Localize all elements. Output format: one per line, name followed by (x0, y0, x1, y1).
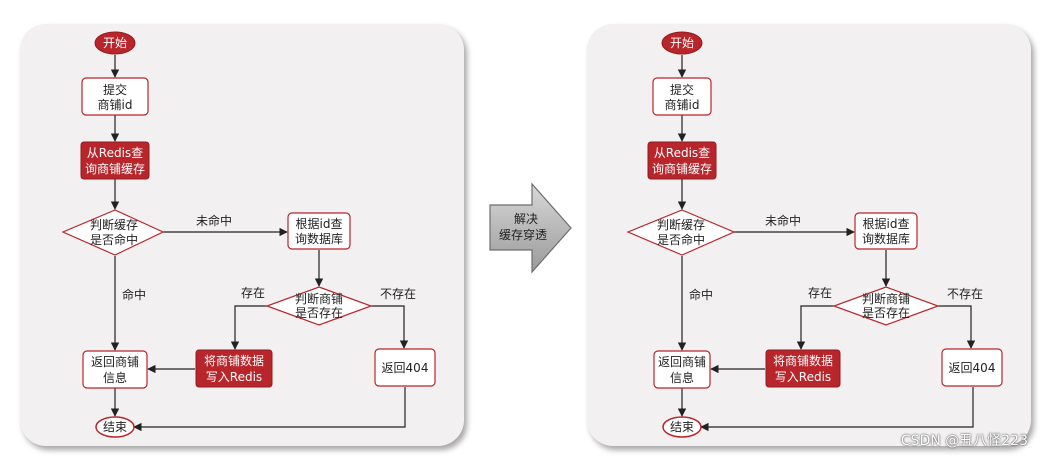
query-db-label-line1: 根据id查 (296, 217, 343, 231)
return-info-label-line1: 返回商铺 (658, 354, 706, 369)
end-node: 结束 (95, 416, 135, 438)
return-404-label: 返回404 (382, 361, 429, 375)
submit-label-line2: 商铺id (98, 97, 133, 112)
return-info-label-line2: 信息 (103, 370, 127, 385)
decision-cache-label-line1: 判断缓存 (657, 217, 705, 232)
submit-node: 提交 商铺id (81, 77, 149, 116)
connector-lines (677, 55, 976, 432)
query-cache-node: 从Redis查 询商铺缓存 (647, 141, 717, 180)
query-db-node: 根据id查 询数据库 (854, 212, 918, 250)
decision-exists-label-line2: 是否存在 (295, 306, 343, 320)
return-shop-info-node: 返回商铺 信息 (82, 350, 148, 389)
exists-edge-label: 存在 (808, 286, 832, 300)
start-label: 开始 (103, 36, 127, 50)
not-exists-edge-label: 不存在 (947, 287, 983, 301)
query-db-label-line2: 询数据库 (295, 231, 343, 246)
hit-edge-label: 命中 (122, 287, 146, 302)
submit-node: 提交 商铺id (652, 77, 712, 116)
end-node: 结束 (662, 416, 702, 438)
flowchart-right: 开始 提交 商铺id 从Redis查 询商铺缓存 判断缓存 是否命中 未命中 命… (626, 31, 1003, 438)
query-db-node: 根据id查 询数据库 (287, 212, 351, 250)
decision-exists-label-line1: 判断商铺 (862, 291, 910, 306)
query-cache-label-line2: 询商铺缓存 (85, 161, 145, 176)
not-exists-edge-label: 不存在 (380, 287, 416, 301)
flowchart-panel-left: 开始 提交 商铺id 从Redis查 询商铺缓存 判断缓存 是否命中 未命中 命… (20, 24, 464, 446)
flowchart-left: 开始 提交 商铺id 从Redis查 询商铺缓存 判断缓存 是否命中 未命中 命… (61, 31, 436, 438)
connector-lines (110, 55, 409, 432)
hit-edge-label: 命中 (689, 287, 713, 302)
watermark: CSDN @丑八怪223 (900, 433, 1028, 449)
miss-edge-label: 未命中 (196, 213, 232, 228)
query-cache-node: 从Redis查 询商铺缓存 (80, 141, 150, 180)
submit-label-line1: 提交 (103, 82, 127, 97)
query-db-label-line2: 询数据库 (862, 231, 910, 246)
write-redis-label-line1: 将商铺数据 (773, 353, 833, 368)
query-cache-label-line1: 从Redis查 (87, 146, 143, 160)
return-404-node: 返回404 (374, 348, 436, 387)
end-label: 结束 (670, 420, 694, 434)
submit-label-line2: 商铺id (665, 97, 700, 112)
submit-label-line1: 提交 (670, 82, 694, 97)
decision-exists-label-line2: 是否存在 (862, 306, 910, 320)
return-404-label: 返回404 (949, 361, 996, 375)
decision-shop-exists-node: 判断商铺 是否存在 (265, 286, 373, 326)
query-cache-label-line2: 询商铺缓存 (652, 161, 712, 176)
start-node: 开始 (661, 31, 703, 55)
arrow-shape (489, 182, 572, 274)
write-redis-label-line1: 将商铺数据 (204, 353, 264, 368)
decision-cache-label-line2: 是否命中 (657, 232, 705, 247)
write-redis-label-line2: 写入Redis (775, 370, 831, 384)
start-label: 开始 (670, 36, 694, 50)
return-shop-info-node: 返回商铺 信息 (653, 350, 711, 389)
transition-arrow: 解决 缓存穿透 (489, 182, 572, 274)
decision-cache-hit-node: 判断缓存 是否命中 (626, 209, 736, 256)
transition-label-line2: 缓存穿透 (499, 227, 547, 242)
decision-cache-label-line2: 是否命中 (90, 232, 138, 247)
start-node: 开始 (94, 31, 136, 55)
write-redis-label-line2: 写入Redis (206, 370, 262, 384)
query-cache-label-line1: 从Redis查 (654, 146, 710, 160)
decision-cache-label-line1: 判断缓存 (90, 217, 138, 232)
exists-edge-label: 存在 (241, 286, 265, 300)
return-404-node: 返回404 (941, 348, 1003, 387)
write-redis-node: 将商铺数据 写入Redis (195, 349, 273, 388)
end-label: 结束 (103, 420, 127, 434)
write-redis-node: 将商铺数据 写入Redis (765, 349, 841, 388)
return-info-label-line2: 信息 (670, 370, 694, 385)
query-db-label-line1: 根据id查 (863, 217, 910, 231)
decision-exists-label-line1: 判断商铺 (295, 291, 343, 306)
decision-cache-hit-node: 判断缓存 是否命中 (61, 209, 165, 256)
decision-shop-exists-node: 判断商铺 是否存在 (832, 286, 940, 326)
transition-label-line1: 解决 (514, 212, 538, 226)
miss-edge-label: 未命中 (765, 213, 801, 228)
flowchart-panel-right: 开始 提交 商铺id 从Redis查 询商铺缓存 判断缓存 是否命中 未命中 命… (587, 24, 1031, 446)
return-info-label-line1: 返回商铺 (91, 354, 139, 369)
